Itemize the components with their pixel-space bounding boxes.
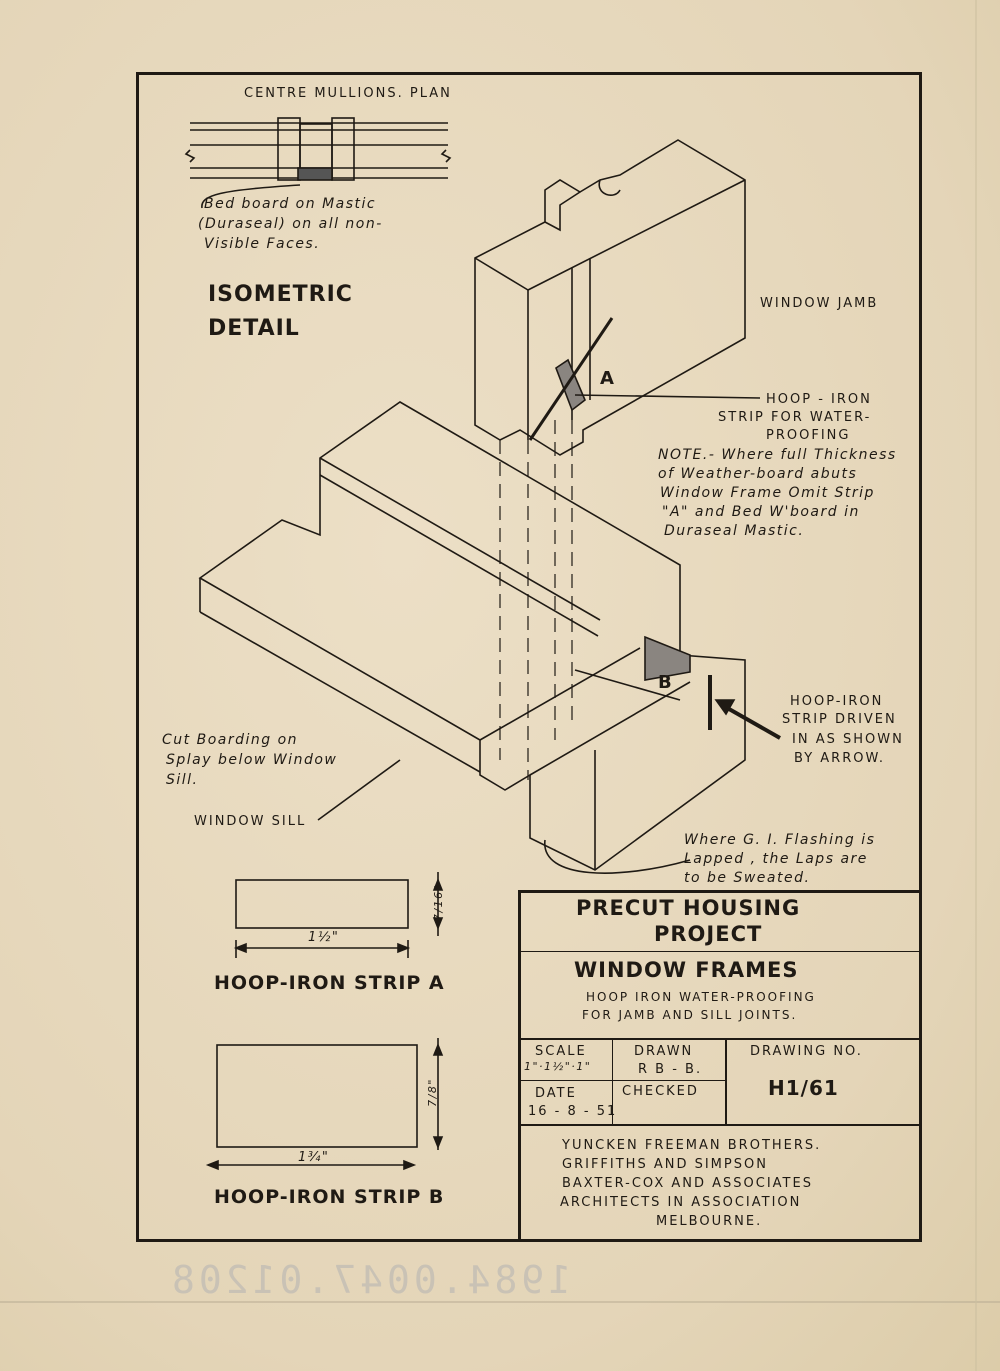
hoop-b-note-3: IN AS SHOWN [792,732,904,747]
window-jamb [474,139,761,456]
archive-stamp: 1984.0047.01208 [168,1258,572,1302]
strip-b-title: HOOP-IRON STRIP B [214,1186,445,1208]
window-jamb-label: WINDOW JAMB [760,296,879,311]
cut-boarding-note-3: Sill. [166,772,199,788]
note-line-3: Window Frame Omit Strip [660,485,875,501]
cut-boarding-note-1: Cut Boarding on [162,732,299,748]
strip-a-height: 7/16" [432,883,446,922]
note-line-5: Duraseal Mastic. [664,523,805,539]
architects-line-4: ARCHITECTS IN ASSOCIATION [560,1195,802,1210]
scale-value: 1"·1½"·1" [524,1060,592,1073]
drawing-border [136,72,922,1242]
note-line-4: "A" and Bed W'board in [662,504,860,520]
isometric-title-1: ISOMETRIC [208,282,353,307]
hoop-b-note-1: HOOP-IRON [790,694,884,709]
architects-line-2: GRIFFITHS AND SIMPSON [562,1157,768,1172]
hoop-a-note-3: PROOFING [766,428,851,443]
hoop-a-note-2: STRIP FOR WATER- [718,410,872,425]
projection-lines [499,420,573,780]
checked-label: CHECKED [622,1084,699,1099]
date-label: DATE [535,1086,577,1101]
architects-line-1: YUNCKEN FREEMAN BROTHERS. [562,1138,822,1153]
centre-mullions-label: CENTRE MULLIONS. PLAN [244,86,452,101]
hoop-b-note-2: STRIP DRIVEN [782,712,897,727]
drawn-value: R B - B. [638,1062,703,1077]
date-value: 16 - 8 - 51 [528,1104,618,1119]
flashing-note-1: Where G. I. Flashing is [684,832,876,848]
bed-board-note-3: Visible Faces. [204,236,321,252]
architects-line-3: BAXTER-COX AND ASSOCIATES [562,1176,813,1191]
isometric-title-2: DETAIL [208,316,300,341]
drawn-label: DRAWN [634,1044,694,1059]
architects-line-5: MELBOURNE. [656,1214,763,1229]
bed-board-note-1: Bed board on Mastic [204,196,377,212]
hoop-a-note-1: HOOP - IRON [766,392,872,407]
note-line-1: NOTE.- Where full Thickness [658,447,897,463]
label-a: A [600,368,615,389]
description-1: HOOP IRON WATER-PROOFING [586,990,816,1004]
mullion-plan [184,117,452,209]
project-title-2: PROJECT [654,922,763,946]
cut-boarding-note-2: Splay below Window [166,752,338,768]
flashing-note-3: to be Sweated. [684,870,811,886]
drawing-number: H1/61 [768,1076,839,1100]
strip-b-drawing [205,1038,444,1171]
drawing-subject: WINDOW FRAMES [574,958,799,982]
window-sill [198,401,781,874]
flashing-note-2: Lapped , the Laps are [684,851,868,867]
hoop-b-note-4: BY ARROW. [794,751,885,766]
scale-label: SCALE [535,1044,587,1059]
drawing-no-label: DRAWING NO. [750,1044,863,1059]
strip-a-drawing [233,872,444,958]
project-title-1: PRECUT HOUSING [576,896,801,920]
strip-b-height: 7/8" [425,1078,439,1107]
bed-board-note-2: (Duraseal) on all non- [198,216,383,232]
label-b: B [658,672,673,693]
description-2: FOR JAMB AND SILL JOINTS. [582,1008,798,1022]
strip-b-width: 1¾" [298,1150,330,1165]
window-sill-label: WINDOW SILL [194,814,307,829]
strip-a-title: HOOP-IRON STRIP A [214,972,445,994]
note-line-2: of Weather-board abuts [658,466,858,482]
strip-a-width: 1½" [308,930,340,945]
